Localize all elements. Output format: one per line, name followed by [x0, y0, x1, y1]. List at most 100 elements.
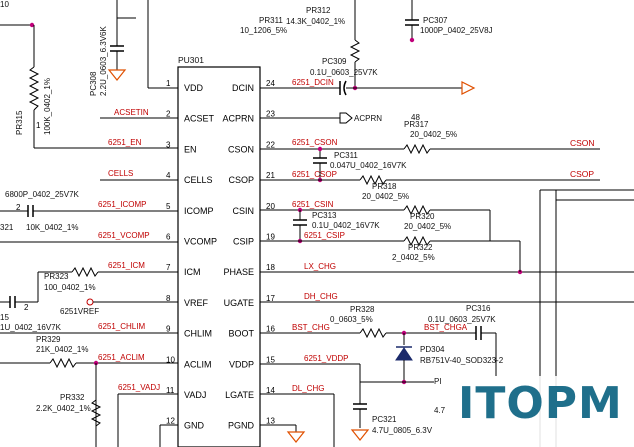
pr315-value: 100K_0402_1%	[43, 78, 52, 135]
net-icomp: 6251_ICOMP	[98, 200, 146, 209]
pc313-ref: PC313	[312, 211, 337, 220]
pr311-value: 10_1206_5%	[240, 26, 287, 35]
pin-number-right-6: 18	[266, 263, 275, 272]
pin-number-right-4: 20	[266, 202, 275, 211]
pc309-ref: PC309	[322, 57, 347, 66]
pc308-value: 2.2U_0603_6.3V6K	[99, 26, 108, 97]
pd304-ref: PD304	[420, 345, 445, 354]
vref-testpoint-icon	[86, 298, 94, 306]
pr328-value: 0_0603_5%	[330, 315, 373, 324]
pin-name-right-4: CSIN	[232, 206, 254, 216]
left-cap2-value: 1U_0402_16V7K	[0, 323, 62, 332]
left-res-ref: 321	[0, 223, 14, 232]
pin-number-left-0: 1	[166, 79, 171, 88]
pr323-resistor	[71, 266, 99, 278]
left-cap2-pin: 2	[24, 303, 29, 312]
net-csop-out: CSOP	[570, 169, 594, 179]
pr329-value: 21K_0402_1%	[36, 345, 89, 354]
pin-name-right-7: UGATE	[224, 298, 254, 308]
left-cap-pin: 2	[16, 203, 21, 212]
pr322-ref: PR322	[408, 243, 433, 252]
pr320-resistor	[403, 204, 431, 216]
pc321-ref: PC321	[372, 415, 397, 424]
pin-number-right-9: 15	[266, 355, 275, 364]
pr318-resistor	[359, 174, 387, 186]
ic-ref: PU301	[178, 55, 204, 65]
pc313-value: 0.1U_0402_16V7K	[312, 221, 380, 230]
net-vddp: 6251_VDDP	[304, 354, 348, 363]
pin-name-right-5: CSIP	[233, 237, 254, 247]
pr317-resistor	[403, 143, 431, 155]
left-res-value: 10K_0402_1%	[26, 223, 79, 232]
pin-number-left-9: 10	[166, 355, 175, 364]
pin-number-right-11: 13	[266, 417, 275, 426]
pin-name-left-3: CELLS	[184, 175, 213, 185]
pin-name-left-10: VADJ	[184, 390, 206, 400]
pin-name-left-6: ICM	[184, 267, 201, 277]
net-dl: DL_CHG	[292, 384, 324, 393]
pr312-ref: PR312	[306, 6, 331, 15]
pin-name-left-5: VCOMP	[184, 237, 217, 247]
net-cson-out: CSON	[570, 138, 595, 148]
pin-number-left-3: 4	[166, 171, 171, 180]
ground-pgnd-icon	[286, 431, 306, 443]
pr312-value: 14.3K_0402_1%	[286, 17, 345, 26]
pin-name-right-9: VDDP	[229, 359, 254, 369]
pin-number-left-2: 3	[166, 140, 171, 149]
net-dcin: 6251_DCIN	[292, 78, 334, 87]
pr323-value: 100_0402_1%	[44, 283, 96, 292]
pr315-ref: PR315	[15, 110, 24, 135]
left-cap2-ref: 15	[0, 313, 9, 322]
pr318-value: 20_0402_5%	[362, 192, 409, 201]
pr332-resistor	[90, 399, 102, 427]
net-bst: BST_CHG	[292, 323, 330, 332]
pin-name-left-8: CHLIM	[184, 329, 212, 339]
pc311-ref: PC311	[334, 151, 358, 160]
pin-name-left-0: VDD	[184, 83, 204, 93]
pin-number-left-4: 5	[166, 202, 171, 211]
pin-name-left-4: ICOMP	[184, 206, 214, 216]
pr329-resistor	[49, 357, 77, 369]
pin-name-right-2: CSON	[228, 144, 254, 154]
watermark: ITOPM	[452, 376, 634, 447]
pin-number-right-5: 19	[266, 233, 275, 242]
pin-number-left-1: 2	[166, 110, 171, 119]
pr320-value: 20_0402_5%	[404, 222, 451, 231]
pin-name-right-6: PHASE	[223, 267, 254, 277]
pr323-ref: PR323	[44, 272, 69, 281]
cut-ref: PI	[434, 377, 442, 386]
pin-name-left-2: EN	[184, 144, 197, 154]
net-en: 6251_EN	[108, 138, 142, 147]
net-csop: 6251_CSOP	[292, 170, 337, 179]
pr332-ref: PR332	[60, 393, 85, 402]
pin-number-right-8: 16	[266, 325, 275, 334]
pin-number-right-2: 22	[266, 140, 275, 149]
junction-top-left	[29, 22, 35, 28]
pin-name-right-0: DCIN	[232, 83, 254, 93]
pr328-ref: PR328	[350, 305, 375, 314]
cut-value: 4.7	[434, 406, 446, 415]
pr328-resistor	[359, 327, 387, 339]
net-vcomp: 6251_VCOMP	[98, 231, 150, 240]
acprn-port-icon	[339, 112, 353, 124]
pr315-resistor	[28, 66, 40, 111]
pr317-ref: PR317	[404, 120, 429, 129]
pc311-value: 0.047U_0402_16V7K	[330, 161, 407, 170]
pin-number-left-8: 9	[166, 325, 171, 334]
pd304-diode-icon	[395, 347, 413, 361]
left-cap-value: 6800P_0402_25V7K	[5, 190, 80, 199]
net-vadj: 6251_VADJ	[118, 383, 160, 392]
pin-name-left-9: ACLIM	[184, 359, 212, 369]
pin-name-right-3: CSOP	[228, 175, 254, 185]
pin-name-right-10: LGATE	[225, 390, 254, 400]
pin-name-left-7: VREF	[184, 298, 209, 308]
net-chlim: 6251_CHLIM	[98, 322, 145, 331]
pd304-value: RB751V-40_SOD323-2	[420, 356, 504, 365]
watermark-text: ITOPM	[458, 378, 623, 429]
net-acsetin: ACSETIN	[114, 108, 149, 117]
ic-body	[177, 66, 261, 447]
pin-name-left-11: GND	[184, 421, 205, 431]
pc316-ref: PC316	[466, 304, 491, 313]
